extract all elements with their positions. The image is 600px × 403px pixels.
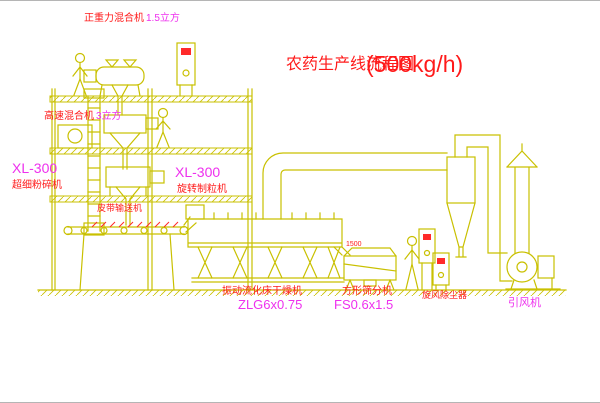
label-crusher-model: XL-300 [12, 160, 57, 176]
mixer-motor-2 [145, 117, 159, 130]
dryer-feed-hopper [185, 204, 205, 220]
cabinet-indicator [437, 258, 445, 264]
floor-slab-top [49, 95, 253, 103]
label-sieve-dim: 1500 [346, 241, 362, 248]
label-crusher-name: 超细粉碎机 [12, 178, 62, 191]
label-dryer-name: 振动流化床干燥机 [222, 284, 302, 297]
exhaust-stack [506, 143, 538, 254]
label-gravity-mixer-spec: 1.5立方 [146, 11, 180, 24]
cyclone-separator [446, 156, 476, 258]
label-highspeed-mixer-spec: 3立方 [96, 109, 122, 122]
control-cabinet-2 [432, 252, 450, 291]
label-dryer-model: ZLG6x0.75 [238, 297, 302, 312]
bucket-elevator [83, 88, 105, 236]
label-granulator-name: 旋转制粒机 [177, 182, 227, 195]
cabinet-indicator [181, 48, 191, 55]
label-fan: 引风机 [508, 295, 541, 309]
crusher-xl300 [105, 166, 165, 226]
worker-figure-floor2 [155, 107, 171, 148]
diagram-title-capacity: (500kg/h) [366, 51, 463, 77]
fan-duct [454, 134, 513, 282]
label-sieve-model: FS0.6x1.5 [334, 297, 393, 312]
fan-motor [537, 255, 555, 279]
label-belt-conveyor: 皮带输送机 [97, 202, 142, 213]
cabinet-indicator [423, 234, 431, 240]
gravity-mixer [83, 59, 145, 116]
induced-draft-fan [505, 251, 561, 290]
diagram-title: 农药生产线流程图 [286, 55, 414, 73]
building-frame [49, 88, 253, 291]
crusher-motor [149, 170, 165, 184]
control-cabinet-1 [418, 228, 436, 291]
label-granulator-model: XL-300 [175, 164, 220, 180]
label-cyclone: 旋风除尘器 [422, 289, 467, 300]
ground-line [37, 289, 567, 296]
label-gravity-mixer: 正重力混合机 [84, 11, 144, 24]
worker-figure-ground [404, 235, 420, 290]
worker-figure-roof [72, 52, 88, 96]
control-cabinet-top [176, 42, 196, 97]
label-sieve-name: 方形筛分机 [342, 284, 392, 297]
floor-slab-mid [49, 147, 253, 155]
square-sieve [343, 247, 397, 291]
floor-slab-low [49, 195, 253, 203]
left-blender [57, 124, 93, 149]
belt-conveyor [63, 216, 197, 291]
label-highspeed-mixer: 高速混合机 [44, 109, 94, 122]
exhaust-duct [262, 152, 448, 220]
high-speed-mixer [103, 114, 159, 170]
mixer-motor [83, 69, 97, 83]
fluid-bed-dryer [185, 204, 351, 283]
